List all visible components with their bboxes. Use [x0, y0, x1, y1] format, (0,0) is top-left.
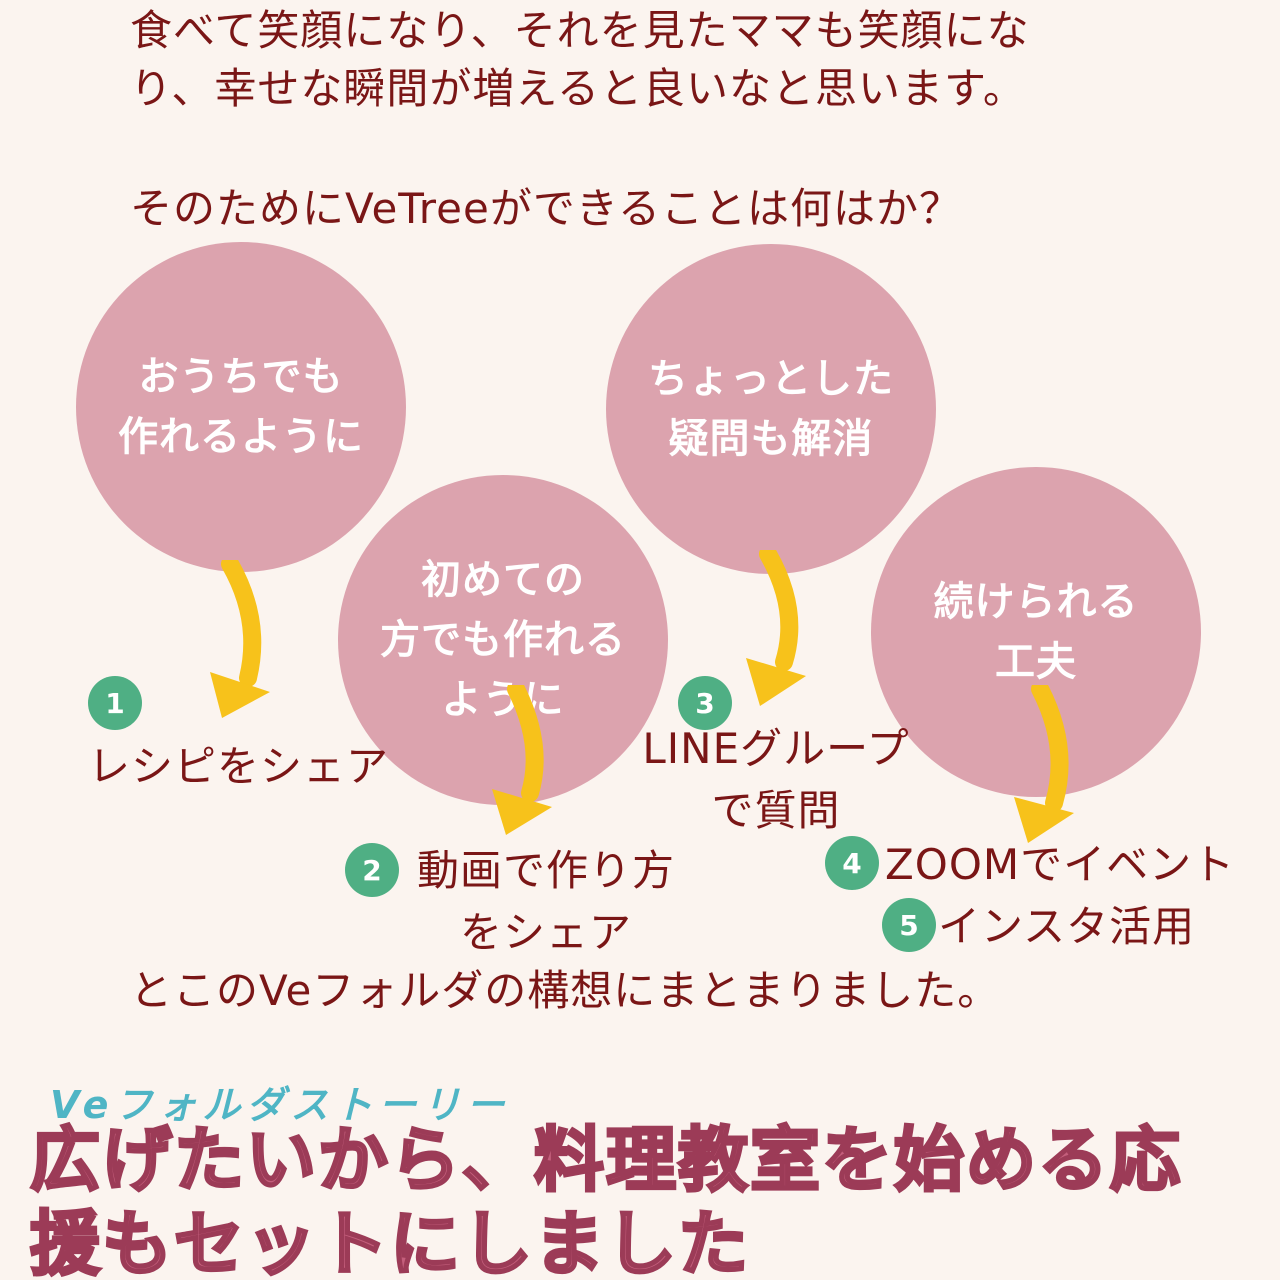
arrow-4-icon	[1014, 685, 1074, 843]
item-instagram: インスタ活用	[938, 902, 1196, 951]
intro-question: そのためにVeTreeができることは何はか？	[130, 184, 962, 233]
badge-1: 1	[88, 676, 142, 730]
circle-keep-going-text: 続けられる 工夫	[933, 579, 1139, 685]
circle-solve-questions-text: ちょっとした 疑問も解消	[648, 356, 894, 462]
headline: 広げたいから、料理教室を始める応 援もセットにしました	[29, 1118, 1182, 1280]
item-line-group: LINEグループ で質問	[642, 724, 910, 835]
circle-solve-questions: ちょっとした 疑問も解消	[606, 244, 936, 574]
badge-3: 3	[678, 676, 732, 730]
intro-line-2: り、幸せな瞬間が増えると良いなと思います。	[130, 64, 1026, 113]
headline-line-1: 広げたいから、料理教室を始める応	[29, 1118, 1182, 1203]
badge-5: 5	[882, 898, 936, 952]
circle-cook-at-home-text: おうちでも 作れるように	[118, 354, 364, 460]
badge-2: 2	[345, 843, 399, 897]
headline-line-2: 援もセットにしました	[29, 1202, 750, 1280]
intro-conclusion: とこのVeフォルダの構想にまとまりました。	[130, 966, 1001, 1015]
arrow-1-icon	[210, 560, 270, 718]
intro-line-1: 食べて笑顔になり、それを見たママも笑顔にな	[130, 6, 1030, 55]
circle-cook-at-home: おうちでも 作れるように	[76, 242, 406, 572]
arrow-2-icon	[492, 685, 552, 835]
story-label: Veフォルダストーリー	[50, 1083, 511, 1127]
item-zoom-event: ZOOMでイベント	[885, 840, 1236, 889]
circle-keep-going: 続けられる 工夫	[871, 467, 1201, 797]
circle-first-timers: 初めての 方でも作れる ように	[338, 475, 668, 805]
badge-4: 4	[825, 836, 879, 890]
arrow-3-icon	[746, 550, 806, 706]
item-share-recipes: レシピをシェア	[88, 742, 390, 791]
item-share-videos: 動画で作り方 をシェア	[416, 846, 675, 957]
circle-first-timers-text: 初めての 方でも作れる ように	[380, 557, 626, 723]
